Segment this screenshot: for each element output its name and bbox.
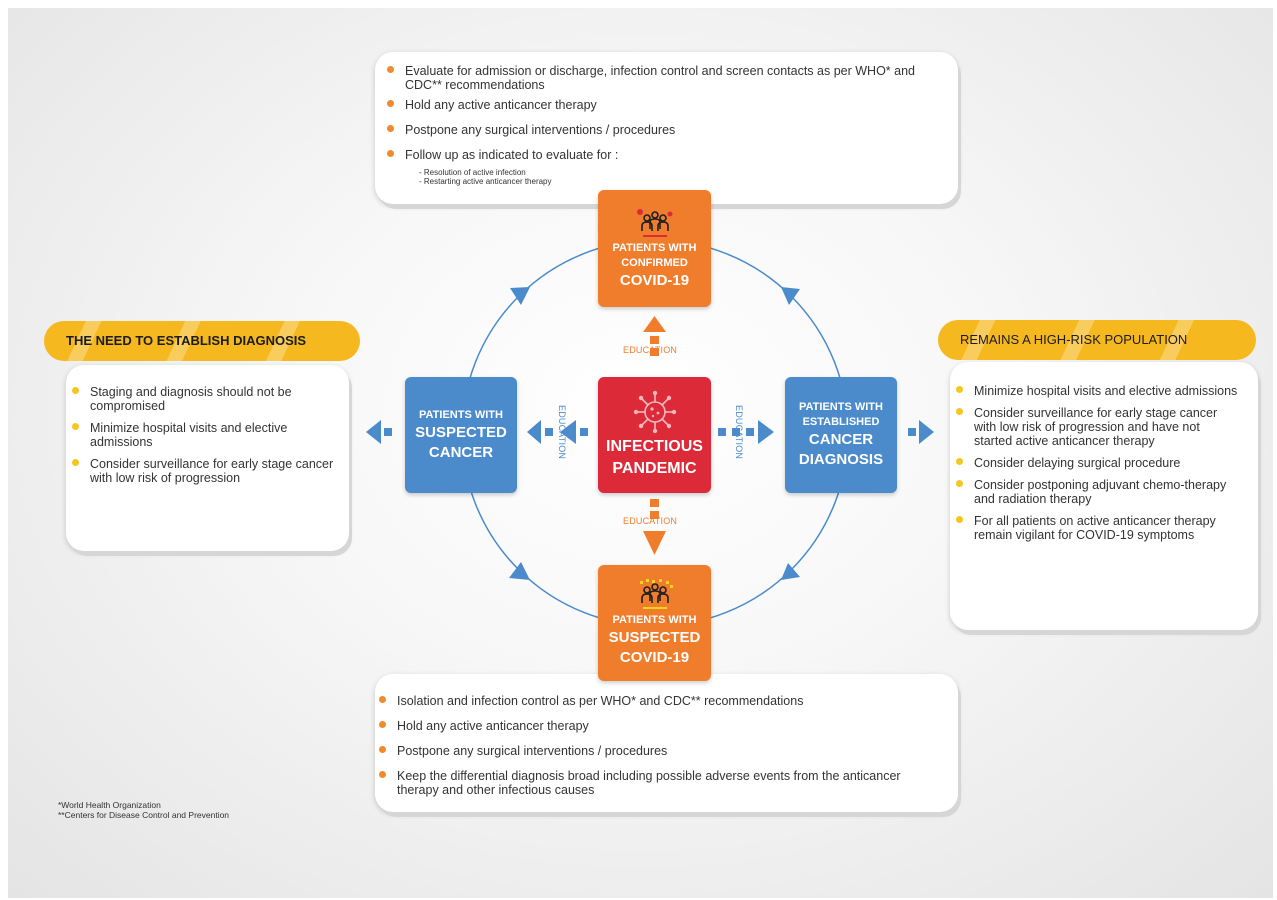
list-item: Consider delaying surgical procedure [952,456,1240,470]
list-item: Hold any active anticancer therapy [375,719,944,733]
confirmed-covid-box: PATIENTS WITH CONFIRMED COVID-19 [598,190,711,307]
box-label: ESTABLISHED [802,416,880,428]
education-label-right: EDUCATION [734,405,744,460]
bullet-icon [387,125,394,132]
bullet-icon [387,100,394,107]
list-item: Postpone any surgical interventions / pr… [383,123,944,137]
box-label: COVID-19 [619,271,690,289]
box-label: CANCER [808,431,874,448]
list-item: Minimize hospital visits and elective ad… [68,421,337,449]
box-label: COVID-19 [619,648,690,666]
bullet-icon [379,721,386,728]
virus-icon [633,390,676,434]
right-panel-header: REMAINS A HIGH-RISK POPULATION [938,320,1256,360]
list-item: Evaluate for admission or discharge, inf… [383,64,944,92]
box-label: SUSPECTED [415,423,507,441]
suspected-covid-box: PATIENTS WITH SUSPECTED COVID-19 [598,565,711,681]
group-icon [636,208,672,237]
bullet-icon [72,423,79,430]
bullet-icon [72,387,79,394]
footnote: **Centers for Disease Control and Preven… [58,810,230,820]
bullet-icon [956,458,963,465]
right-recommendations-panel: Minimize hospital visits and elective ad… [950,362,1258,630]
bullet-icon [387,66,394,73]
bullet-icon [956,408,963,415]
list-item: Postpone any surgical interventions / pr… [375,744,944,758]
list-item: Consider surveillance for early stage ca… [68,457,337,485]
box-label: PATIENTS WITH [612,241,697,254]
box-label: DIAGNOSIS [798,451,884,468]
box-label: PATIENTS WITH [419,408,503,421]
established-cancer-box: PATIENTS WITH ESTABLISHED CANCER DIAGNOS… [785,377,897,493]
box-label: SUSPECTED [608,628,701,646]
footnote: *World Health Organization [58,800,161,810]
list-item: Hold any active anticancer therapy [383,98,944,112]
education-label-top: EDUCATION [623,345,678,355]
right-header-label: REMAINS A HIGH-RISK POPULATION [960,332,1188,347]
education-label-left: EDUCATION [557,405,567,460]
sub-item: - Restarting active anticancer therapy [419,177,552,186]
bottom-recommendations-panel: Isolation and infection control as per W… [375,674,958,812]
bullet-icon [387,150,394,157]
box-label: CANCER [428,443,494,461]
infectious-pandemic-box: INFECTIOUS PANDEMIC [598,377,711,493]
list-item: Consider surveillance for early stage ca… [952,406,1240,448]
bullet-icon [72,459,79,466]
box-label: CONFIRMED [621,256,688,269]
list-item: Consider postponing adjuvant chemo-thera… [952,478,1240,506]
bullet-icon [379,696,386,703]
education-label-bottom: EDUCATION [623,516,678,526]
list-item: For all patients on active anticancer th… [952,514,1240,542]
left-header-label: THE NEED TO ESTABLISH DIAGNOSIS [66,333,307,348]
bullet-icon [956,386,963,393]
bullet-icon [956,516,963,523]
list-item: Isolation and infection control as per W… [375,694,944,708]
bullet-icon [379,771,386,778]
box-label: INFECTIOUS [606,438,703,455]
left-recommendations-panel: Staging and diagnosis should not be comp… [66,365,349,551]
bullet-icon [956,480,963,487]
bullet-icon [379,746,386,753]
top-recommendations-panel: Evaluate for admission or discharge, inf… [375,52,958,204]
box-label: PANDEMIC [612,460,697,477]
list-item: Follow up as indicated to evaluate for :… [383,148,944,186]
left-panel-header: THE NEED TO ESTABLISH DIAGNOSIS [44,321,360,361]
suspected-cancer-box: PATIENTS WITH SUSPECTED CANCER [405,377,517,493]
group-icon [639,578,673,609]
box-label: PATIENTS WITH [612,613,697,626]
box-label: PATIENTS WITH [799,401,883,413]
list-item: Staging and diagnosis should not be comp… [68,385,337,413]
sub-item: - Resolution of active infection [419,168,526,177]
list-item: Minimize hospital visits and elective ad… [952,384,1240,398]
list-item: Keep the differential diagnosis broad in… [375,769,944,797]
